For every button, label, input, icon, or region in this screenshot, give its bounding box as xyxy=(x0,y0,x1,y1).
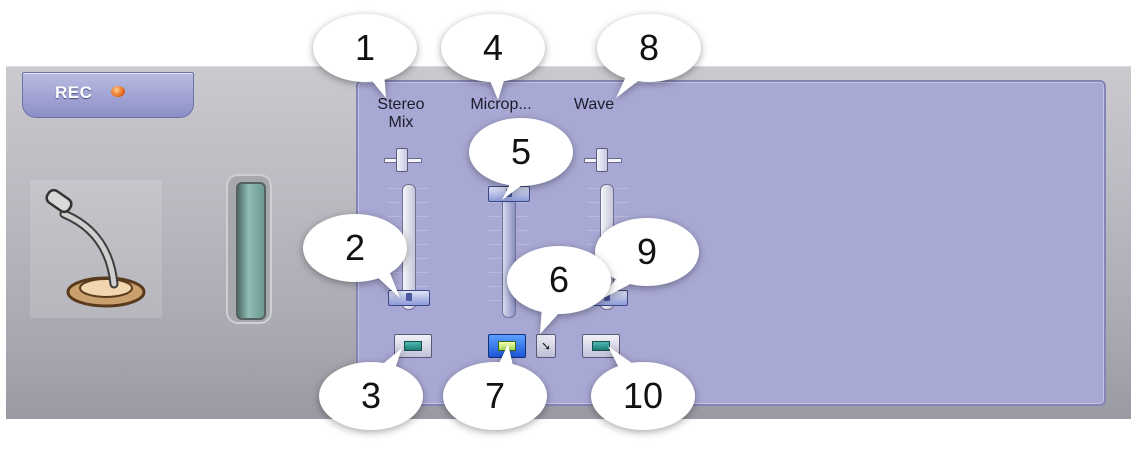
callout-4: 4 xyxy=(440,12,546,100)
stereo-mix-balance-slider[interactable] xyxy=(384,148,422,172)
callout-bubble xyxy=(597,14,701,98)
channel-label-wave: Wave xyxy=(573,96,615,113)
balance-knob[interactable] xyxy=(596,148,608,172)
stereo-mix-label-line1: Stereo xyxy=(377,96,425,113)
callout-3-number: 3 xyxy=(360,375,382,416)
wrench-icon: ➘ xyxy=(540,339,552,353)
callout-4-number: 4 xyxy=(482,27,504,68)
callout-7-number: 7 xyxy=(484,375,506,416)
callout-8-number: 8 xyxy=(638,27,660,68)
rec-tab-label: REC xyxy=(55,83,93,102)
callout-6: 6 xyxy=(506,244,612,334)
callout-1-number: 1 xyxy=(354,27,376,68)
channel-label-microphone: Microp... xyxy=(470,96,532,113)
callout-bubble xyxy=(469,118,573,200)
wave-balance-slider[interactable] xyxy=(584,148,622,172)
callout-5: 5 xyxy=(468,116,574,200)
callout-bubble xyxy=(319,348,423,430)
callout-bubble xyxy=(591,346,695,430)
callout-bubble xyxy=(443,344,547,430)
balance-knob[interactable] xyxy=(396,148,408,172)
callout-10: 10 xyxy=(590,346,696,432)
callout-9: 9 xyxy=(594,216,700,300)
channel-label-stereo-mix: Stereo Mix xyxy=(374,96,428,132)
callout-2-number: 2 xyxy=(344,227,366,268)
callout-9-number: 9 xyxy=(636,231,658,272)
callout-bubble xyxy=(507,246,611,334)
recording-level-meter xyxy=(236,182,266,320)
microphone-icon-area xyxy=(30,180,162,318)
callout-1: 1 xyxy=(312,12,418,98)
callout-3: 3 xyxy=(318,348,424,432)
select-indicator-icon xyxy=(404,341,422,351)
callout-8: 8 xyxy=(596,12,702,98)
callout-bubble xyxy=(303,214,407,298)
callout-bubble xyxy=(313,14,417,98)
select-indicator-icon xyxy=(592,341,610,351)
callout-bubble xyxy=(441,14,545,100)
stereo-mix-select-button[interactable] xyxy=(394,334,432,358)
stereo-mix-volume-knob[interactable] xyxy=(388,290,430,306)
callout-2: 2 xyxy=(302,212,408,298)
callout-5-number: 5 xyxy=(510,131,532,172)
stereo-mix-label-line2: Mix xyxy=(388,114,414,131)
callout-10-number: 10 xyxy=(622,375,664,416)
microphone-icon xyxy=(45,188,146,308)
rec-tab[interactable]: REC xyxy=(22,72,194,118)
callout-7: 7 xyxy=(442,344,548,432)
callout-6-number: 6 xyxy=(548,259,570,300)
microphone-advanced-button[interactable]: ➘ xyxy=(536,334,556,358)
record-indicator-icon xyxy=(111,86,125,97)
callout-bubble xyxy=(595,218,699,300)
